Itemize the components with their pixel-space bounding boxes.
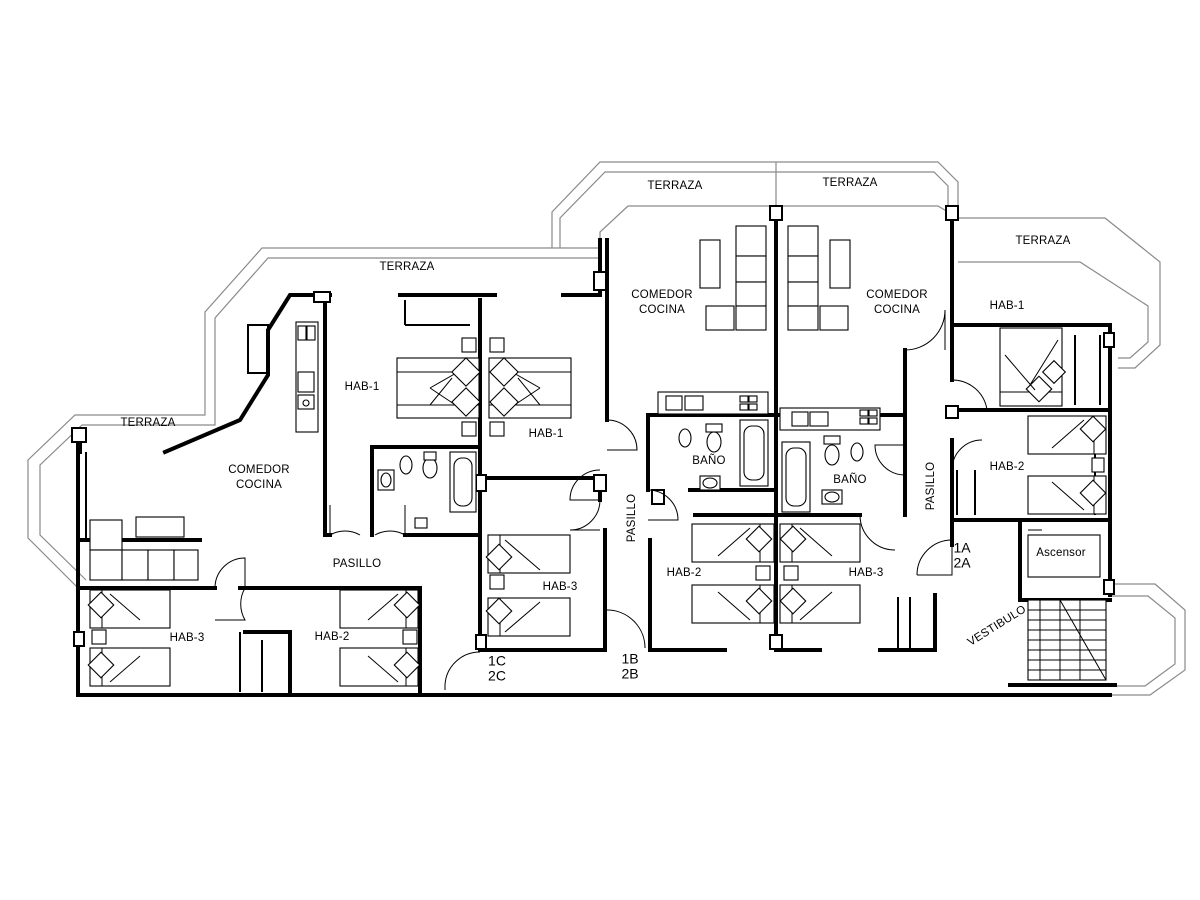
unit-c-hab3-label: HAB-3 [170,632,205,644]
terrace-top-a-label: TERRAZA [647,180,702,192]
unit-b-hab1-label: HAB-1 [529,428,564,440]
unit-a-number-1: 1A [953,540,971,556]
unit-a-hab1-label: HAB-1 [990,300,1025,312]
terrace-left-label: TERRAZA [120,417,175,429]
unit-a-bath-label: BAÑO [833,473,866,486]
elevator-label: Ascensor [1036,547,1086,559]
unit-a-dining-label-1: COMEDOR [866,289,927,301]
unit-c-dining-label-2: COCINA [236,479,282,491]
terrace-top-b-label: TERRAZA [822,177,877,189]
unit-c-corridor-label: PASILLO [333,558,382,570]
unit-c-hab1-label: HAB-1 [345,381,380,393]
elevator-stairs [1027,529,1107,681]
unit-c-dining-label-1: COMEDOR [228,464,289,476]
unit-b-bath-label: BAÑO [692,454,725,467]
bathroom-fixtures [377,419,864,529]
unit-b-number-1: 1B [621,651,638,667]
thin-walls [85,300,1101,692]
unit-c-number-2: 2C [488,668,506,684]
interior-walls [78,293,1117,697]
unit-c-hab3b-label: HAB-3 [543,581,578,593]
unit-a-hab2-label: HAB-2 [990,461,1025,473]
exterior-walls [76,208,1112,697]
unit-b-hab2-label: HAB-2 [667,567,702,579]
lobby-label: VESTIBULO [966,603,1029,648]
unit-c-number-1: 1C [488,653,506,669]
unit-b-number-2: 2B [621,666,638,682]
beds [87,327,1107,687]
structural-columns [71,205,1115,650]
unit-a-dining-label-2: COCINA [874,304,920,316]
terrace-top-center-label: TERRAZA [379,261,434,273]
unit-b-corridor-label: PASILLO [626,494,638,543]
terrace-right-label: TERRAZA [1015,235,1070,247]
unit-b-dining-label-1: COMEDOR [631,289,692,301]
unit-b-hab3-label: HAB-3 [849,567,884,579]
unit-a-number-2: 2A [953,555,971,571]
unit-a-corridor-label: PASILLO [925,462,937,511]
unit-b-dining-label-2: COCINA [639,304,685,316]
unit-c-hab2-label: HAB-2 [315,631,350,643]
door-swings [214,309,988,690]
dining-furniture [89,225,881,581]
